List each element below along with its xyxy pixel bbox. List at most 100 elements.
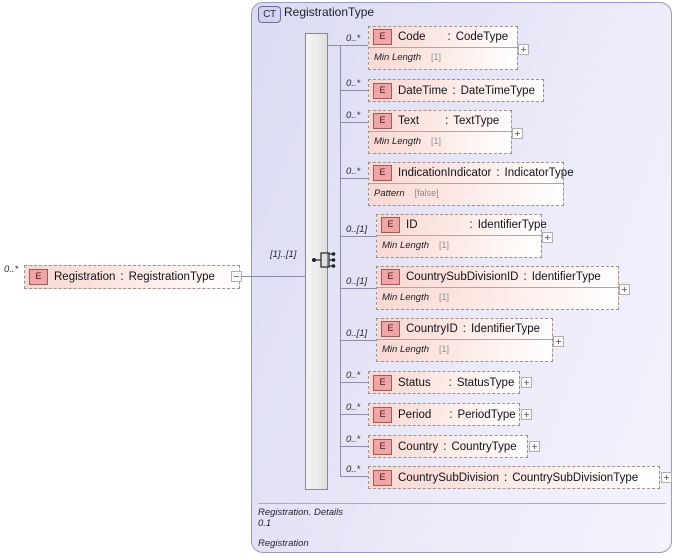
cardinality-id: 0..[1]: [346, 224, 368, 235]
element-status[interactable]: E Status : StatusType: [368, 371, 520, 394]
expand-plus-icon-countrysubdivisionid[interactable]: [619, 284, 630, 295]
element-id-separator: :: [469, 219, 473, 231]
element-registration-name: Registration: [54, 270, 116, 283]
element-countrysubdivisionid[interactable]: E CountrySubDivisionID : IdentifierType …: [376, 266, 619, 310]
element-text-head: E Text : TextType: [369, 111, 511, 132]
expand-plus-icon-text[interactable]: [512, 128, 523, 139]
element-code-head: E Code : CodeType: [369, 27, 517, 48]
element-text[interactable]: E Text : TextType Min Length [1]: [368, 110, 512, 154]
element-country-type: CountryType: [451, 440, 517, 453]
sequence-node-icon[interactable]: [311, 250, 337, 270]
element-code-name: Code: [398, 31, 426, 43]
element-countryid-head: E CountryID : IdentifierType: [377, 319, 552, 340]
element-countrysubdivision[interactable]: E CountrySubDivision : CountrySubDivisio…: [368, 466, 660, 489]
connector-branch-id: [340, 236, 376, 237]
model-group-cardinality: [1]..[1]: [270, 249, 297, 260]
element-country-head: E Country : CountryType: [369, 436, 527, 457]
element-countryid[interactable]: E CountryID : IdentifierType Min Length …: [376, 318, 553, 362]
element-code-separator: :: [447, 31, 451, 43]
element-period-head: E Period : PeriodType: [369, 404, 519, 425]
cardinality-indicationindicator: 0..*: [346, 166, 361, 177]
facet-row-id: Min Length [1]: [377, 236, 541, 254]
element-country-separator: :: [443, 440, 447, 453]
connector-branch-datetime: [340, 90, 368, 91]
element-indicationindicator-name: IndicationIndicator: [398, 167, 492, 179]
element-datetime[interactable]: E DateTime : DateTimeType: [368, 79, 544, 102]
element-badge-icon: E: [373, 165, 392, 181]
element-text-type: TextType: [453, 115, 500, 127]
element-id-head: E ID : IdentifierType: [377, 215, 547, 236]
element-countryid-name: CountryID: [406, 323, 458, 335]
element-datetime-separator: :: [452, 84, 456, 97]
facet-name-text: Min Length: [374, 135, 422, 147]
complex-type-badge: CT: [258, 6, 281, 23]
element-countrysubdivisionid-head: E CountrySubDivisionID : IdentifierType: [377, 267, 618, 288]
facet-row-countryid: Min Length [1]: [377, 340, 552, 358]
element-countryid-separator: :: [462, 323, 466, 335]
connector-group-stub: [256, 276, 305, 277]
element-badge-icon: E: [373, 82, 392, 99]
element-period[interactable]: E Period : PeriodType: [368, 403, 520, 426]
connector-branch-country: [340, 446, 368, 447]
cardinality-period: 0..*: [346, 402, 361, 413]
complex-type-title: RegistrationType: [284, 5, 375, 19]
element-code-type: CodeType: [455, 31, 509, 43]
element-registration-type: RegistrationType: [128, 270, 215, 283]
element-countrysubdivision-separator: :: [504, 471, 508, 484]
element-countrysubdivisionid-separator: :: [523, 271, 527, 283]
collapse-minus-icon-registration[interactable]: [231, 271, 242, 282]
cardinality-status: 0..*: [346, 370, 361, 381]
element-badge-icon: E: [381, 269, 400, 285]
connector-branch-countryid: [340, 340, 376, 341]
element-indicationindicator[interactable]: E IndicationIndicator : IndicatorType Pa…: [368, 162, 574, 206]
cardinality-countrysubdivision: 0..*: [346, 464, 361, 475]
element-status-type: StatusType: [456, 376, 515, 389]
annotation-line-3: Registration: [258, 538, 309, 549]
element-badge-icon: E: [373, 438, 392, 455]
annotation-line-1: Registration. Details: [258, 507, 344, 518]
element-registration-head: E Registration : RegistrationType: [25, 266, 239, 287]
connector-trunk: [340, 45, 341, 476]
facet-name-id: Min Length: [382, 239, 430, 251]
element-indicationindicator-type: IndicatorType: [504, 167, 574, 179]
expand-plus-icon-id[interactable]: [542, 232, 553, 243]
cardinality-countrysubdivisionid: 0..[1]: [346, 276, 368, 287]
facet-name-code: Min Length: [374, 51, 422, 63]
facet-row-countrysubdivisionid: Min Length [1]: [377, 288, 618, 306]
facet-name-countrysubdivisionid: Min Length: [382, 291, 430, 303]
connector-branch-countrysubdivisionid: [340, 288, 376, 289]
facet-value-text: [1]: [431, 136, 442, 146]
expand-plus-icon-period[interactable]: [521, 409, 532, 420]
element-id-type: IdentifierType: [477, 219, 547, 231]
connector-branch-text: [340, 122, 368, 123]
element-text-separator: :: [445, 115, 449, 127]
element-badge-icon: E: [373, 29, 392, 45]
cardinality-text: 0..*: [346, 110, 361, 121]
facet-value-code: [1]: [431, 52, 442, 62]
element-badge-icon: E: [373, 406, 392, 423]
expand-plus-icon-code[interactable]: [518, 44, 529, 55]
connector-branch-indicationindicator: [340, 178, 368, 179]
element-registration[interactable]: E Registration : RegistrationType: [24, 265, 240, 289]
facet-row-code: Min Length [1]: [369, 48, 517, 66]
element-code[interactable]: E Code : CodeType Min Length [1]: [368, 26, 518, 70]
expand-plus-icon-countrysubdivision[interactable]: [661, 472, 672, 483]
element-indicationindicator-separator: :: [496, 167, 500, 179]
element-country[interactable]: E Country : CountryType: [368, 435, 528, 458]
element-id[interactable]: E ID : IdentifierType Min Length [1]: [376, 214, 547, 258]
element-period-name: Period: [398, 408, 432, 421]
element-badge-icon: E: [381, 321, 400, 337]
element-countrysubdivisionid-name: CountrySubDivisionID: [406, 271, 519, 283]
expand-plus-icon-status[interactable]: [521, 377, 532, 388]
element-badge-icon: E: [373, 113, 392, 129]
element-countryid-type: IdentifierType: [470, 323, 541, 335]
element-period-type: PeriodType: [457, 408, 516, 421]
expand-plus-icon-country[interactable]: [529, 441, 540, 452]
facet-row-text: Min Length [1]: [369, 132, 511, 150]
facet-row-indicationindicator: Pattern [false]: [369, 184, 563, 202]
facet-value-countryid: [1]: [439, 344, 450, 354]
annotation-line-2: 0.1: [258, 518, 272, 529]
expand-plus-icon-countryid[interactable]: [553, 336, 564, 347]
element-id-name: ID: [406, 219, 418, 231]
